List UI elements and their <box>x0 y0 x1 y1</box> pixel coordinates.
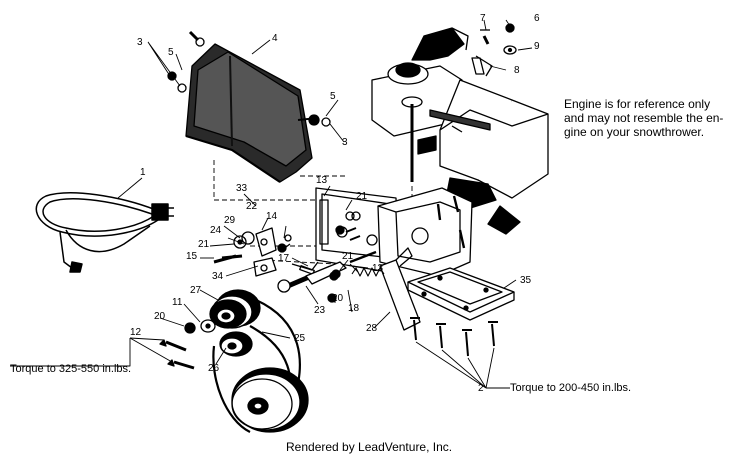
torque-note-left: Torque to 325-550 in.lbs. <box>10 363 132 375</box>
torque-note-right: Torque to 200-450 in.lbs. <box>510 382 632 394</box>
callout-22: 22 <box>246 201 258 212</box>
callout-17: 17 <box>278 253 290 264</box>
callout-25: 25 <box>294 333 306 344</box>
callout-20-right: 20 <box>332 293 344 304</box>
power-cord <box>35 192 174 273</box>
callout-15: 15 <box>186 251 198 262</box>
callout-21-lower: 21 <box>342 251 354 262</box>
callout-1: 1 <box>140 167 146 178</box>
callout-5-right: 5 <box>330 91 336 102</box>
callout-11: 11 <box>172 297 183 308</box>
small-pulley <box>219 331 253 357</box>
upper-pulley <box>209 289 261 329</box>
callout-4: 4 <box>272 33 278 44</box>
callout-20-left: 20 <box>154 311 166 322</box>
engine-note-line-2: and may not resemble the en- <box>564 111 724 125</box>
callout-3-top: 3 <box>137 37 143 48</box>
callout-13-upper: 13 <box>316 175 328 186</box>
callout-18: 18 <box>348 303 360 314</box>
callout-3-right: 3 <box>342 137 348 148</box>
cover-plate <box>407 267 515 321</box>
callout-12: 12 <box>130 327 142 338</box>
bolts <box>410 317 498 357</box>
callout-14: 14 <box>266 211 278 222</box>
callout-13-lower: 13 <box>372 263 384 274</box>
large-pulley <box>231 367 309 433</box>
callout-7: 7 <box>480 13 486 24</box>
callout-23: 23 <box>314 305 326 316</box>
callout-8: 8 <box>514 65 520 76</box>
idler-bracket <box>221 227 319 277</box>
callout-26: 26 <box>208 363 220 374</box>
callout-21-upper: 21 <box>356 191 368 202</box>
render-credit: Rendered by LeadVenture, Inc. <box>286 440 453 454</box>
engine-note-line-3: gine on your snowthrower. <box>564 125 705 139</box>
callout-2: 2 <box>478 383 484 394</box>
callout-33: 33 <box>236 183 248 194</box>
spring <box>351 267 385 277</box>
callout-24: 24 <box>210 225 222 236</box>
callout-27: 27 <box>190 285 202 296</box>
callout-9: 9 <box>534 41 540 52</box>
engine-note-line-1: Engine is for reference only <box>564 97 711 111</box>
callout-5-top: 5 <box>168 47 174 58</box>
leader-lines <box>10 19 533 389</box>
callout-35: 35 <box>520 275 532 286</box>
callout-6: 6 <box>534 13 540 24</box>
belt-cover <box>185 43 313 183</box>
callout-29: 29 <box>224 215 236 226</box>
callout-21-left: 21 <box>198 239 210 250</box>
callout-34: 34 <box>212 271 224 282</box>
callout-28: 28 <box>366 323 378 334</box>
chute-bracket <box>379 247 421 331</box>
